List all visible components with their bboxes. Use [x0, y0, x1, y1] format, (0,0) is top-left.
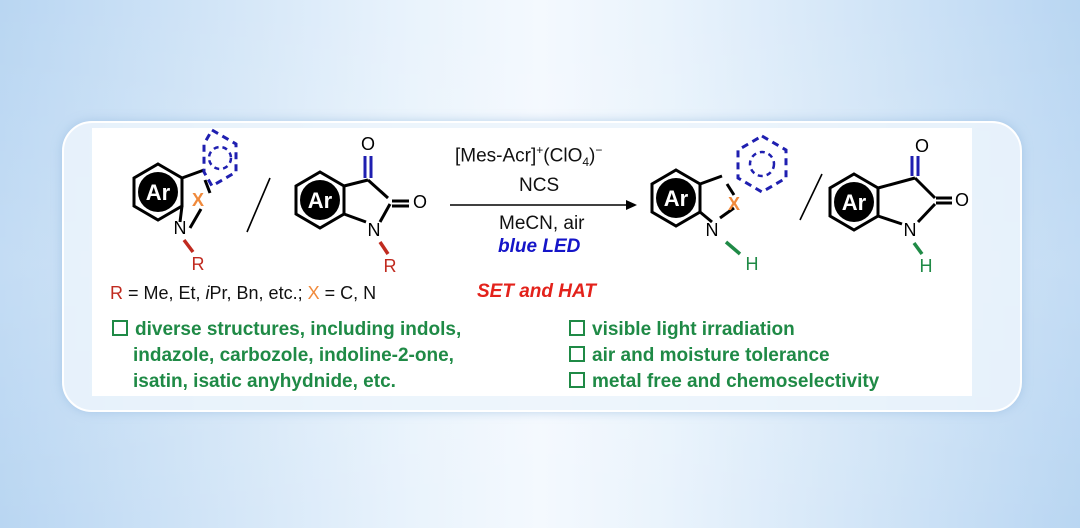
scheme-panel [92, 128, 972, 396]
n-atom: N [904, 220, 917, 240]
catalyst-subscript: 4 [582, 155, 590, 170]
bond [203, 179, 212, 194]
n-r-bond [378, 241, 390, 255]
catalyst-main: [Mes-Acr] [455, 145, 537, 167]
n-atom: N [174, 218, 187, 238]
ar-label: Ar [664, 186, 689, 211]
n-r-bond [182, 238, 195, 254]
features-left: diverse structures, including indols, in… [112, 317, 461, 395]
ipr-italic-prefix: i [205, 283, 210, 303]
bond [916, 202, 937, 224]
dashed-aromatic-circle [748, 150, 776, 178]
x-symbol: X [307, 283, 320, 303]
solvent-label: MeCN, air [499, 213, 585, 234]
bond [343, 178, 369, 188]
bond [366, 178, 390, 200]
o-atom: O [915, 136, 929, 156]
substrate-isatin [294, 170, 409, 230]
checkbox-icon [112, 320, 128, 336]
bond [913, 176, 937, 200]
checkbox-icon [569, 320, 585, 336]
bond [343, 212, 367, 224]
feature-item-continued: indazole, carbozole, indoline-2-one, [133, 345, 454, 366]
arrow-head [626, 200, 637, 210]
r-atom: R [192, 254, 205, 274]
bond [699, 210, 713, 224]
n-atom: N [368, 220, 381, 240]
ar-circle [300, 180, 340, 220]
ar-label: Ar [308, 188, 333, 213]
bond [188, 208, 203, 229]
ar-circle [138, 172, 178, 212]
n-h-bond [912, 241, 924, 256]
h-atom: H [746, 254, 759, 274]
product-isatin [828, 172, 952, 232]
separator-slash [246, 177, 271, 233]
r-symbol: R [110, 283, 123, 303]
o-atom: O [413, 192, 427, 212]
x-values: = C, N [319, 283, 377, 303]
n-h-bond [724, 240, 742, 256]
bond [725, 183, 736, 196]
feature-item: visible light irradiation [569, 317, 879, 343]
bond [877, 214, 903, 226]
x-atom: X [728, 194, 740, 214]
catalyst-anion-charge: − [595, 143, 603, 157]
substrate-indole [132, 162, 212, 229]
bond [719, 206, 735, 220]
feature-item-continued: isatin, isatic anyhydnide, etc. [133, 371, 396, 392]
feature-item: diverse structures, including indols, [112, 317, 461, 343]
features-right: visible light irradiation air and moistu… [569, 317, 879, 395]
bond [378, 203, 392, 223]
bond [181, 168, 205, 180]
dashed-fused-ring [736, 134, 788, 194]
light-source-label: blue LED [498, 236, 581, 257]
h-atom: H [920, 256, 933, 276]
checkbox-icon [569, 372, 585, 388]
catalyst-label: [Mes-Acr]+(ClO4)− [455, 143, 602, 169]
dashed-fused-ring [202, 127, 238, 189]
x-atom: X [192, 190, 204, 210]
feature-text: metal free and chemoselectivity [592, 371, 880, 392]
o-atom: O [361, 134, 375, 154]
catalyst-counterion: (ClO [543, 145, 583, 167]
separator-slash [799, 173, 823, 221]
oxidant-label: NCS [519, 175, 560, 196]
dashed-aromatic-circle [207, 145, 233, 171]
ar-circle [656, 178, 696, 218]
feature-text: diverse structures, including indols, [135, 319, 462, 340]
substituent-definition: R = Me, Et, iPr, Bn, etc.; X = C, N [110, 283, 376, 304]
feature-item: metal free and chemoselectivity [569, 369, 879, 395]
ar-label: Ar [842, 190, 867, 215]
r-atom: R [384, 256, 397, 276]
r-values-rest: Pr, Bn, etc.; [209, 283, 308, 303]
product-indole [650, 168, 736, 228]
bond [178, 205, 184, 223]
ar-label: Ar [146, 180, 171, 205]
bond [877, 176, 916, 190]
checkbox-icon [569, 346, 585, 362]
r-values: = Me, Et, [123, 283, 206, 303]
feature-text: visible light irradiation [592, 319, 795, 340]
feature-text: air and moisture tolerance [592, 345, 830, 366]
feature-item: air and moisture tolerance [569, 343, 879, 369]
bond [699, 174, 723, 186]
catalyst-charge: + [536, 143, 544, 157]
catalyst-close: ) [589, 145, 596, 167]
ar-circle [834, 182, 874, 222]
mechanism-label: SET and HAT [477, 281, 596, 302]
o-atom: O [955, 190, 969, 210]
n-atom: N [706, 220, 719, 240]
